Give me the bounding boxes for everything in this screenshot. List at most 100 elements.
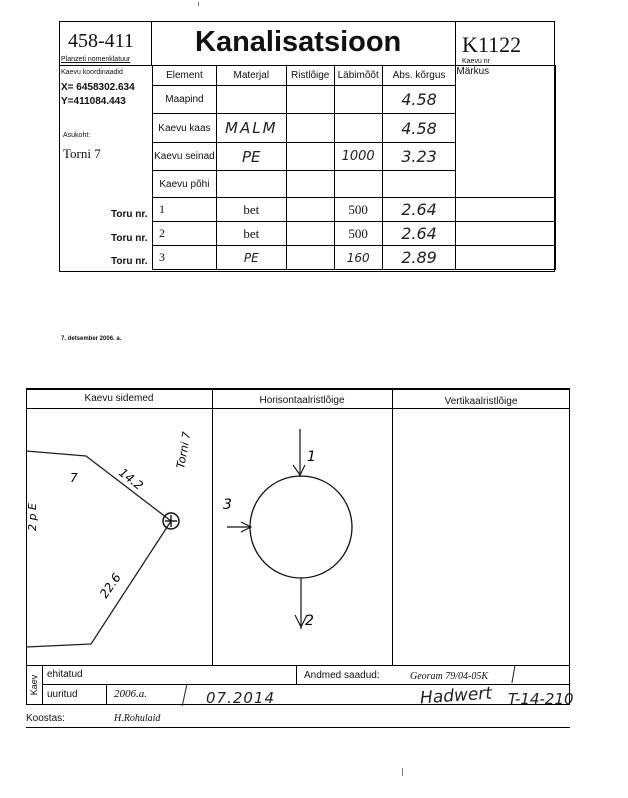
pipe-note-cell xyxy=(455,221,556,246)
cross-cell xyxy=(285,142,335,171)
surveyed-label: uuritud xyxy=(47,689,78,700)
column-header: Abs. kõrgus xyxy=(381,65,457,86)
compiled-value: H.Rohulaid xyxy=(114,713,161,724)
table-row: Maapind 4.58 xyxy=(152,85,556,114)
cross-cell xyxy=(285,85,335,114)
diameter-cell xyxy=(333,85,383,114)
material-cell xyxy=(215,85,287,114)
pipe-arrow-2 xyxy=(294,614,308,629)
pipe-row: 1 bet 500 2.64 xyxy=(152,197,556,222)
note-cell xyxy=(455,113,556,143)
height-cell: 4.58 xyxy=(381,85,457,114)
footer-divider xyxy=(296,665,297,685)
diameter-cell xyxy=(333,170,383,198)
pipe-arrow-1 xyxy=(292,464,306,477)
well-number-box xyxy=(455,21,555,66)
diameter-cell: 1000 xyxy=(333,142,383,171)
column-header: Ristlõige xyxy=(285,65,335,86)
well-number-label: Kaevu nr xyxy=(462,58,491,65)
pipe-height-cell: 2.64 xyxy=(381,221,457,246)
pipe-diameter-cell: 500 xyxy=(333,221,383,246)
cross-cell xyxy=(285,170,335,198)
connections-sketch: 14.2 22.6 Torni 7 7 2 p E xyxy=(26,431,193,648)
diameter-cell xyxy=(333,113,383,143)
pipe-arrow-3 xyxy=(240,521,253,533)
height-cell: 4.58 xyxy=(381,113,457,143)
material-cell xyxy=(215,170,287,198)
location-value: Torni 7 xyxy=(63,146,101,161)
element-cell: Kaevu põhi xyxy=(152,170,217,198)
pipe-num-cell: 2 xyxy=(152,221,217,246)
pipe-diameter-cell: 160 xyxy=(333,245,383,270)
surveyed-date: 2006.a. xyxy=(114,688,147,700)
pipe-cross-cell xyxy=(285,221,335,246)
house-number: 7 xyxy=(70,471,78,485)
scan-speck xyxy=(198,2,199,6)
pipe-label-2: 2 xyxy=(305,613,314,629)
element-cell: Maapind xyxy=(152,85,217,114)
coords-label: Kaevu koordinaadid xyxy=(61,69,123,76)
footer-row-line xyxy=(42,684,570,685)
note-cell xyxy=(455,142,556,171)
height-cell: 3.23 xyxy=(381,142,457,171)
pipe-num-cell: 3 xyxy=(152,245,217,270)
pipe-label-3: 3 xyxy=(223,497,232,513)
panel-title-horizontal: Horisontaalristlõige xyxy=(259,395,345,406)
pipe-label: Toru nr. xyxy=(111,233,148,244)
nomenclature-label: Planzeti nomenklatuur xyxy=(61,56,131,63)
pipe-label: Toru nr. xyxy=(111,256,148,267)
dist-bottom-label: 22.6 xyxy=(97,571,124,601)
building-label: 2 p E xyxy=(26,503,39,531)
footer-divider xyxy=(106,685,107,705)
date-note: 7. detsember 2006. a. xyxy=(61,336,122,342)
pipe-cross-cell xyxy=(285,197,335,222)
y-coord: Y=411084.443 xyxy=(61,96,126,107)
pipe-height-cell: 2.64 xyxy=(381,197,457,222)
dist-top-label: 14.2 xyxy=(116,465,146,492)
street-label: Torni 7 xyxy=(174,431,193,470)
pipe-material-cell: bet xyxy=(215,221,287,246)
footer-divider xyxy=(42,665,43,705)
source-value: Georam 79/04-05K xyxy=(410,671,489,682)
material-cell: MALM xyxy=(215,113,287,143)
panel-divider xyxy=(392,388,393,666)
pipe-height-cell: 2.89 xyxy=(381,245,457,270)
panel-divider xyxy=(212,388,213,666)
surveyed-date-handwritten: 07.2014 xyxy=(206,689,276,707)
reference-number: T-14-210 xyxy=(508,690,574,708)
source-label: Andmed saadud: xyxy=(304,670,380,681)
x-coord: X= 6458302.634 xyxy=(61,82,135,93)
nomenclature-box xyxy=(59,21,152,66)
location-label: Asukoht: xyxy=(63,132,91,139)
well-number-value: K1122 xyxy=(462,32,522,57)
material-cell: PE xyxy=(215,142,287,171)
height-cell xyxy=(381,170,457,198)
note-cell xyxy=(455,85,556,114)
pipe-material-cell: PE xyxy=(215,245,287,270)
table-row: Kaevu põhi xyxy=(152,170,556,198)
building-outline xyxy=(26,450,172,648)
sketch-frame xyxy=(26,388,570,666)
footer-frame xyxy=(26,665,570,705)
pipe-label-1: 1 xyxy=(307,449,316,465)
panel-title-connections: Kaevu sidemed xyxy=(84,393,154,404)
built-label: ehitatud xyxy=(47,669,83,680)
pipe-row: 3 PE 160 2.89 xyxy=(152,245,556,270)
pipe-diameter-cell: 500 xyxy=(333,197,383,222)
element-cell: Kaevu seinad xyxy=(152,142,217,171)
cross-cell xyxy=(285,113,335,143)
pipe-label: Toru nr. xyxy=(111,209,148,220)
pipe-material-cell: bet xyxy=(215,197,287,222)
note-cell xyxy=(455,170,556,198)
panel-title-vertical: Vertikaalristlõige xyxy=(444,396,518,407)
compiled-label: Koostas: xyxy=(26,713,65,724)
pipe-cross-cell xyxy=(285,245,335,270)
nomenclature-value: 458-411 xyxy=(68,30,134,52)
well-data-table: Element Materjal Ristlõige Läbimõõt Abs.… xyxy=(152,65,556,270)
pipe-num-cell: 1 xyxy=(152,197,217,222)
well-cross-section xyxy=(249,475,353,579)
column-header: Läbimõõt xyxy=(333,65,383,86)
pipe-note-cell xyxy=(455,245,556,270)
column-header: Materjal xyxy=(215,65,287,86)
table-row: Kaevu kaas MALM 4.58 xyxy=(152,113,556,143)
